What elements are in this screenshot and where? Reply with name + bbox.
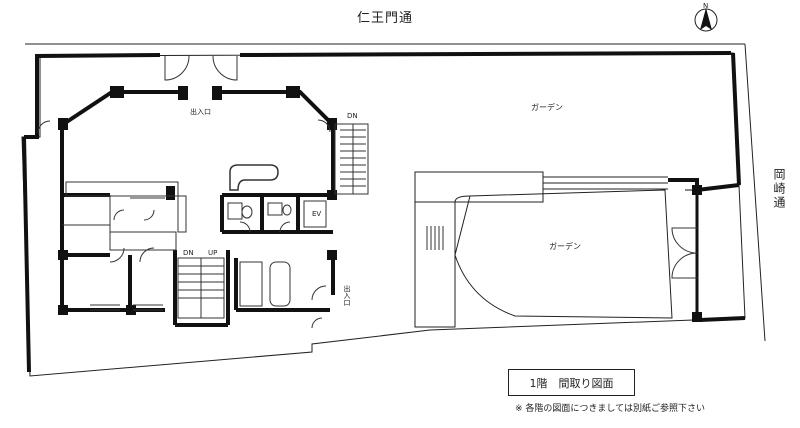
elevator	[303, 200, 327, 228]
doors[interactable]	[37, 119, 331, 329]
north-label: N	[703, 2, 709, 10]
plan-title: 1階 間取り図面	[508, 369, 635, 396]
garden-annex	[668, 178, 740, 322]
entrance-label-side: 出入口	[343, 285, 351, 306]
entrance-gate-doors[interactable]	[164, 55, 238, 81]
annex-columns	[692, 185, 702, 322]
kitchen-counter	[65, 181, 187, 233]
street-boundary	[25, 43, 766, 342]
interior-partitions	[62, 195, 177, 251]
reception-counter	[229, 164, 279, 191]
annex-doors[interactable]	[671, 227, 698, 279]
site-walls	[22, 51, 746, 373]
garden-terrace	[414, 171, 673, 328]
elevator-label: EV	[312, 210, 322, 218]
garden-label-lower: ガーデン	[549, 242, 581, 251]
toilets	[227, 202, 292, 233]
stair-dn-label-inner: DN	[183, 249, 194, 257]
columns	[58, 86, 337, 315]
plan-note: ※ 各階の図面につきましては別紙ご参照下さい	[515, 404, 705, 414]
stair-up-label: UP	[208, 249, 218, 257]
main-stair	[334, 123, 369, 195]
entrance-label-top: 出入口	[190, 108, 211, 116]
stair-dn-label-main: DN	[347, 112, 358, 120]
site-boundary	[21, 52, 746, 377]
street-name-top: 仁王門通	[357, 11, 414, 26]
north-arrow-icon	[694, 8, 718, 32]
windows	[90, 304, 163, 311]
garden-label-upper: ガーデン	[531, 103, 563, 112]
bath-unit	[239, 261, 291, 307]
street-name-right: 岡崎通	[772, 168, 786, 210]
inner-stair	[177, 257, 225, 319]
